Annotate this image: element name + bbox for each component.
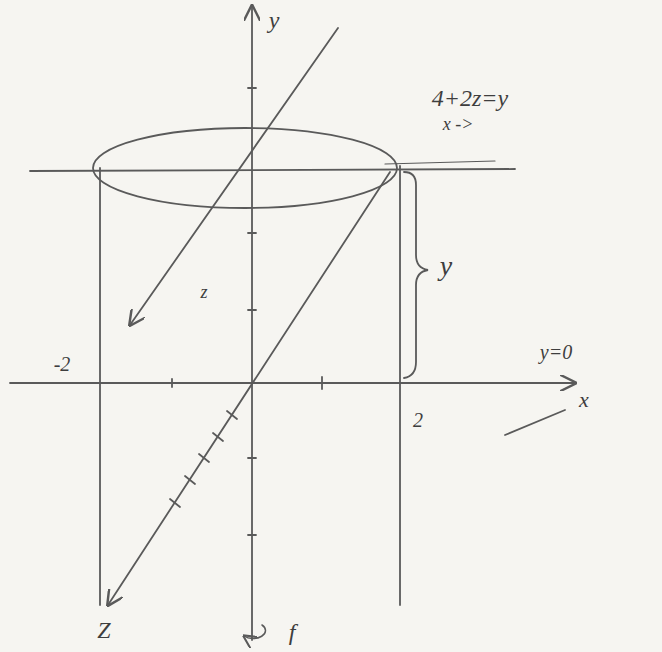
sketch-label: Z [97,618,110,642]
axis-label: -2 [54,353,71,375]
axis-label: 4+2z=y [432,85,508,111]
sketch-label: z [200,283,207,302]
axis-label: f [289,619,296,645]
axis-label: 2 [413,409,423,431]
z-ticks [170,411,237,507]
z-axis [108,172,390,605]
sketch-label: 4+2z=y [432,86,508,110]
sketch-label: 2 [413,410,423,431]
cylinder-wall [399,166,401,605]
y-axis [251,6,253,640]
axis-label: x -> [443,114,474,134]
axis-label: Z [97,617,110,643]
axis-label: y [440,250,452,281]
axis-label: y [269,7,280,33]
sketch-label: y=0 [540,342,572,363]
cylinder-top [93,128,397,208]
x-line [505,410,565,435]
rotation-arrow [244,625,265,638]
axis-label: y=0 [540,341,572,363]
axis-label: x [579,387,589,412]
sketch-label: y [440,252,452,280]
sketch-label: x -> [443,115,474,134]
sketch-label: y [269,8,280,32]
sketch-label: f [289,620,296,644]
plane-line [385,161,495,164]
x-ticks [172,377,322,389]
sketch-label: -2 [54,354,71,375]
x-axis [10,382,575,384]
z-axis-upper [130,28,338,325]
cylinder-wall [99,168,101,605]
plane-line [30,169,515,171]
sketch-label: x [579,389,589,411]
height-brace [404,172,428,378]
axis-label: z [200,282,207,302]
